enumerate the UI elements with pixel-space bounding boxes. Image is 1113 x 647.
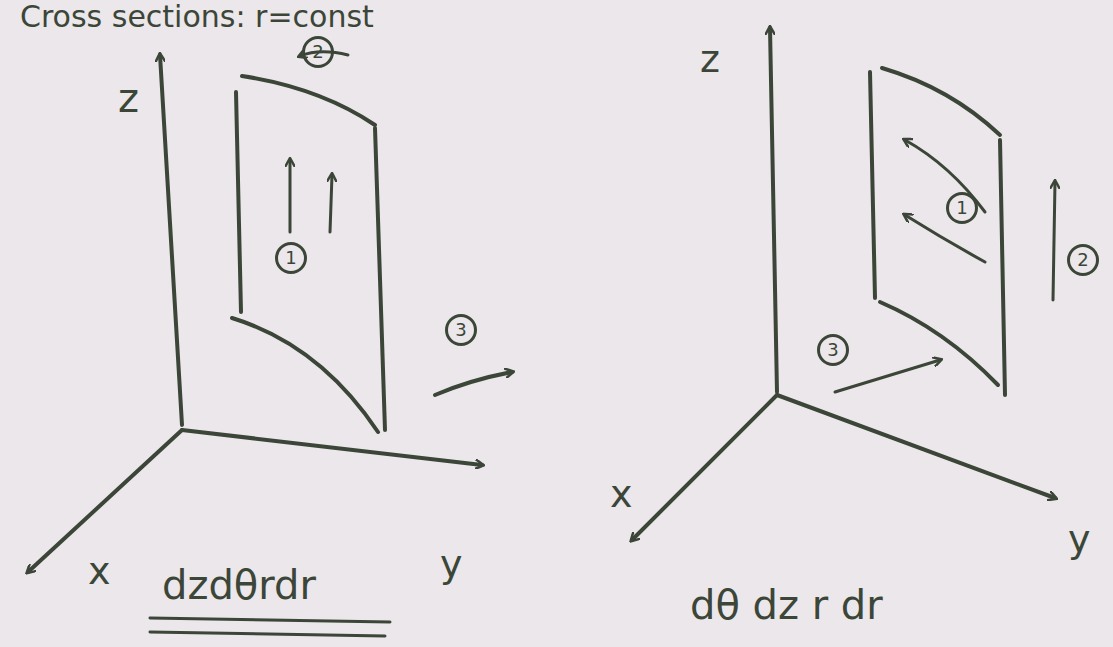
callout-number: 3 [455, 321, 466, 339]
x-axis [28, 430, 182, 572]
arrow [905, 140, 985, 212]
y-axis [182, 430, 482, 465]
x-axis [632, 395, 777, 540]
patch-edge [870, 72, 875, 298]
callout-number: 1 [285, 249, 296, 267]
patch-edge [375, 128, 385, 430]
callout-circle: 2 [1067, 244, 1099, 276]
z-axis [770, 28, 777, 392]
callout-number: 1 [956, 199, 967, 217]
axis-label: x [88, 552, 111, 590]
arrow [300, 52, 348, 56]
axis-label: y [1068, 520, 1091, 558]
arrow [289, 160, 292, 232]
patch-edge [232, 318, 378, 432]
callout-circle: 3 [817, 334, 849, 366]
callout-number: 2 [1077, 251, 1088, 269]
differential-label: dzdθrdr [162, 565, 316, 605]
arrow [835, 360, 940, 392]
axis-label: z [700, 40, 720, 78]
underline [150, 618, 390, 636]
callout-circle: 1 [946, 192, 978, 224]
arrow [905, 215, 985, 262]
patch-edge [882, 68, 1000, 135]
z-axis [160, 55, 182, 425]
callout-circle: 2 [302, 36, 334, 68]
axis-label: y [440, 545, 463, 583]
callout-number: 3 [827, 341, 838, 359]
callout-number: 2 [312, 43, 323, 61]
arrow [1053, 182, 1055, 300]
patch-edge [236, 92, 241, 312]
callout-circle: 3 [445, 314, 477, 346]
patch-edge [242, 76, 375, 125]
axis-label: z [118, 78, 139, 118]
patch-edge [1000, 140, 1005, 395]
heading-note: Cross sections: r=const [20, 2, 374, 32]
y-axis [777, 395, 1055, 498]
arrow [435, 372, 512, 395]
differential-label: dθ dz r dr [690, 585, 883, 625]
arrow [330, 175, 332, 232]
axis-label: x [610, 475, 633, 513]
callout-circle: 1 [275, 242, 307, 274]
